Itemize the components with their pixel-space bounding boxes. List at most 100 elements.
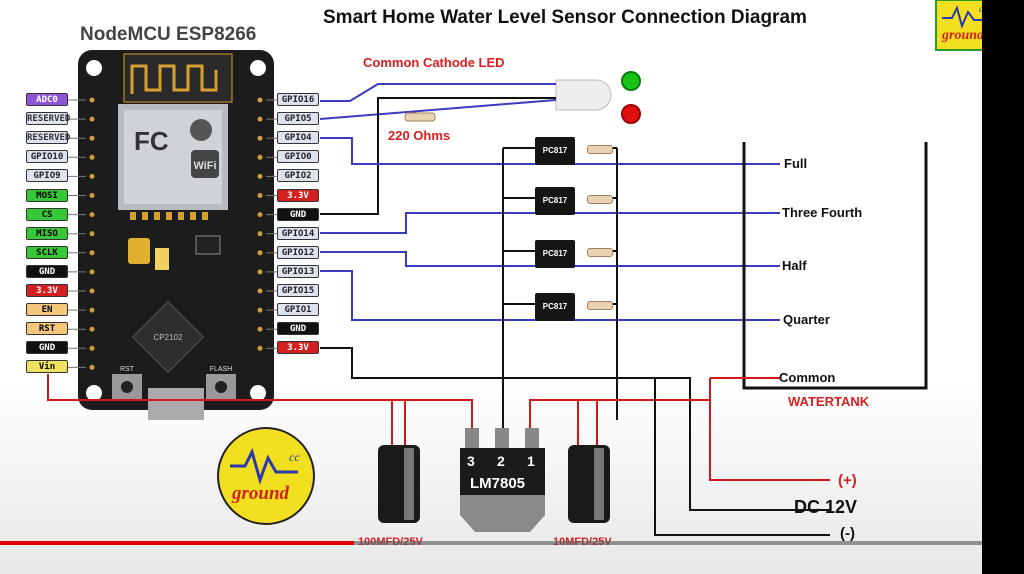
- right-pin-label-0: GPIO16: [277, 93, 319, 106]
- right-pin-label-2: GPIO4: [277, 131, 319, 145]
- logo-corner-text: ground: [941, 28, 985, 43]
- resistor-label: 220 Ohms: [388, 128, 450, 143]
- optocoupler-label-2: PC817: [542, 249, 568, 258]
- optocoupler-2: PC817: [535, 240, 575, 268]
- right-pin-hole-7: [257, 231, 263, 237]
- logo-large-cc: cc: [289, 450, 300, 464]
- right-pin-hole-3: [257, 154, 263, 160]
- waveform-icon: [230, 447, 298, 485]
- green-led-icon: [621, 71, 641, 91]
- status-leds: [555, 71, 641, 124]
- regulator-name: LM7805: [470, 475, 525, 492]
- player-right-edge: [982, 0, 1024, 574]
- right-pin-hole-9: [257, 269, 263, 275]
- right-pin-hole-10: [257, 288, 263, 294]
- left-pin-hole-1: [89, 116, 95, 122]
- opto-resistor-icon-1: [587, 195, 613, 204]
- supply-plus: (+): [838, 472, 857, 489]
- optocoupler-3: PC817: [535, 293, 575, 321]
- wifi-logo: WiFi: [193, 160, 216, 172]
- capacitor-10mfd-icon: [568, 445, 610, 523]
- left-pin-hole-11: [89, 307, 95, 313]
- left-pin-label-3: GPIO10: [26, 150, 68, 164]
- ccground-logo-large: [217, 427, 315, 525]
- optocoupler-label-1: PC817: [542, 196, 568, 205]
- regulator-pin-1: 1: [527, 453, 535, 469]
- right-pin-hole-6: [257, 212, 263, 218]
- left-pin-label-7: MISO: [26, 226, 68, 240]
- supply-voltage: DC 12V: [794, 497, 857, 517]
- corner-waveform-icon: [942, 5, 990, 30]
- left-pin-hole-9: [89, 269, 95, 275]
- led-label: Common Cathode LED: [363, 55, 505, 70]
- left-pin-hole-5: [89, 193, 95, 198]
- optocoupler-1: PC817: [535, 187, 575, 215]
- svg-text:CP2102: CP2102: [154, 333, 183, 342]
- diagram-title: Smart Home Water Level Sensor Connection…: [323, 7, 807, 28]
- right-pin-hole-8: [257, 250, 263, 256]
- left-pin-label-14: Vin: [26, 360, 68, 374]
- optocoupler-label-0: PC817: [542, 146, 568, 155]
- left-pin-label-13: GND: [26, 341, 68, 355]
- right-pin-label-7: GPIO14: [277, 226, 319, 240]
- level-label-full: Full: [784, 156, 807, 171]
- optocoupler-0: PC817: [535, 137, 575, 165]
- water-tank: [742, 142, 928, 390]
- flash-button-label: FLASH: [210, 366, 233, 373]
- usb-chip: [131, 300, 205, 374]
- left-pin-hole-7: [89, 231, 95, 237]
- level-label-quarter: Quarter: [783, 312, 830, 327]
- capacitor-100mfd-icon: [378, 445, 420, 523]
- common-label: Common: [779, 370, 835, 385]
- usb-port: [148, 388, 204, 420]
- right-pin-label-9: GPIO13: [277, 264, 319, 278]
- right-pin-label-12: GND: [277, 322, 319, 336]
- left-pin-hole-14: [89, 364, 95, 370]
- left-pin-label-8: SCLK: [26, 245, 68, 259]
- right-pin-label-13: 3.3V: [277, 341, 319, 355]
- fcc-mark: FC: [134, 126, 169, 156]
- nodemcu-board: FC WiFi CP2102 RST FLASH: [68, 50, 277, 420]
- left-pin-label-10: 3.3V: [26, 284, 68, 297]
- left-pin-label-0: ADC0: [26, 93, 68, 106]
- opto-resistor-icon-2: [587, 248, 613, 257]
- right-pin-label-1: GPIO5: [277, 112, 319, 126]
- right-pin-hole-5: [257, 193, 263, 198]
- right-pin-label-3: GPIO0: [277, 150, 319, 164]
- left-pin-label-11: EN: [26, 303, 68, 317]
- right-pin-label-11: GPIO1: [277, 303, 319, 317]
- opto-resistor-icon-3: [587, 301, 613, 310]
- lm7805-regulator: [460, 428, 545, 532]
- antenna-trace-icon: [130, 64, 218, 94]
- right-pin-hole-2: [257, 135, 263, 141]
- tank-label: WATERTANK: [788, 394, 870, 409]
- left-pin-label-6: CS: [26, 207, 68, 221]
- left-pin-hole-6: [89, 212, 95, 218]
- left-pin-hole-13: [89, 345, 95, 351]
- left-pin-label-2: RESERVED: [26, 131, 71, 145]
- left-pin-hole-0: [89, 97, 95, 103]
- left-pin-hole-2: [89, 135, 95, 141]
- capacitor-smd: [128, 238, 150, 264]
- resistor-icon: [404, 112, 436, 122]
- regulator-pin-2: 2: [497, 453, 505, 469]
- right-pin-hole-12: [257, 326, 263, 332]
- board-name: NodeMCU ESP8266: [80, 24, 256, 45]
- left-pin-hole-12: [89, 326, 95, 332]
- video-progress-fill: [0, 541, 354, 545]
- left-pin-label-9: GND: [26, 264, 68, 278]
- rgb-led-icon: [555, 79, 612, 111]
- left-pin-label-5: MOSI: [26, 188, 68, 202]
- supply-minus: (-): [840, 525, 855, 542]
- right-pin-hole-1: [257, 116, 263, 122]
- logo-large-text: ground: [231, 483, 290, 504]
- video-progress-track[interactable]: [0, 541, 982, 545]
- right-pin-hole-13: [257, 345, 263, 351]
- level-label-three-fourth: Three Fourth: [782, 205, 862, 220]
- left-pin-hole-8: [89, 250, 95, 256]
- left-pin-label-12: RST: [26, 322, 68, 336]
- left-pin-hole-10: [89, 288, 95, 294]
- left-pin-hole-4: [89, 173, 95, 179]
